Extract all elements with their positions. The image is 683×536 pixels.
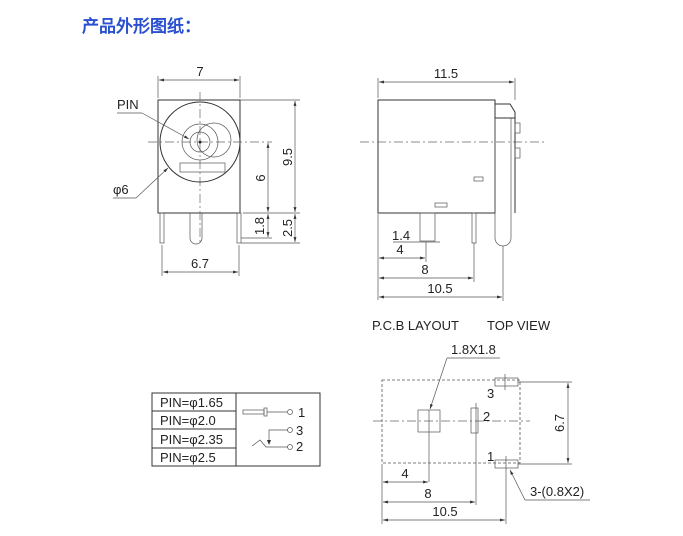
- terminal-3: 3: [296, 423, 303, 438]
- side-view: 11.5 1.4 4 8 10.5: [360, 66, 545, 301]
- pcb-heading: P.C.B LAYOUT: [372, 318, 459, 333]
- diameter-label: φ6: [113, 182, 129, 197]
- slot-pads-label: 3-(0.8X2): [530, 484, 584, 499]
- pin-3-label: 3: [487, 386, 494, 401]
- pin-row-1: PIN=φ1.65: [160, 395, 223, 410]
- dim-width: 7: [196, 64, 203, 79]
- pin-row-4: PIN=φ2.5: [160, 450, 216, 465]
- dim-height: 9.5: [280, 148, 295, 166]
- dim-pin-spacing: 6.7: [552, 414, 567, 432]
- terminal-2: 2: [296, 439, 303, 454]
- dim-center-height: 6: [253, 174, 268, 181]
- dim-pin-depth: 1.8: [252, 217, 267, 235]
- page-title: 产品外形图纸：: [82, 17, 201, 37]
- pin-1-label: 1: [487, 449, 494, 464]
- pin-2-label: 2: [483, 409, 490, 424]
- top-view-heading: TOP VIEW: [487, 318, 551, 333]
- pcb-dim-4: 4: [401, 466, 408, 481]
- pin-label: PIN: [117, 97, 139, 112]
- pin-table: PIN=φ1.65 PIN=φ2.0 PIN=φ2.35 PIN=φ2.5 1 …: [151, 392, 321, 467]
- terminal-1: 1: [298, 405, 305, 420]
- pcb-dim-8: 8: [424, 486, 431, 501]
- front-view: 7 9.5 6 1.8 2.5 6.7 PIN φ6: [113, 64, 300, 276]
- pin-row-3: PIN=φ2.35: [160, 432, 223, 447]
- square-pad-label: 1.8X1.8: [451, 342, 496, 357]
- dim-4: 4: [396, 242, 403, 257]
- dim-8: 8: [421, 262, 428, 277]
- pcb-layout: P.C.B LAYOUT TOP VIEW 2 3 1 6.7 1.8X1.8 …: [372, 318, 590, 524]
- pcb-dim-10-5: 10.5: [432, 504, 457, 519]
- dim-pin-width: 1.4: [392, 228, 410, 243]
- pin-row-2: PIN=φ2.0: [160, 413, 216, 428]
- dim-pin-length: 2.5: [280, 219, 295, 237]
- dim-10-5: 10.5: [427, 281, 452, 296]
- dim-pin-span: 6.7: [191, 256, 209, 271]
- dim-length: 11.5: [434, 66, 458, 81]
- jack-schematic-icon: [242, 407, 293, 450]
